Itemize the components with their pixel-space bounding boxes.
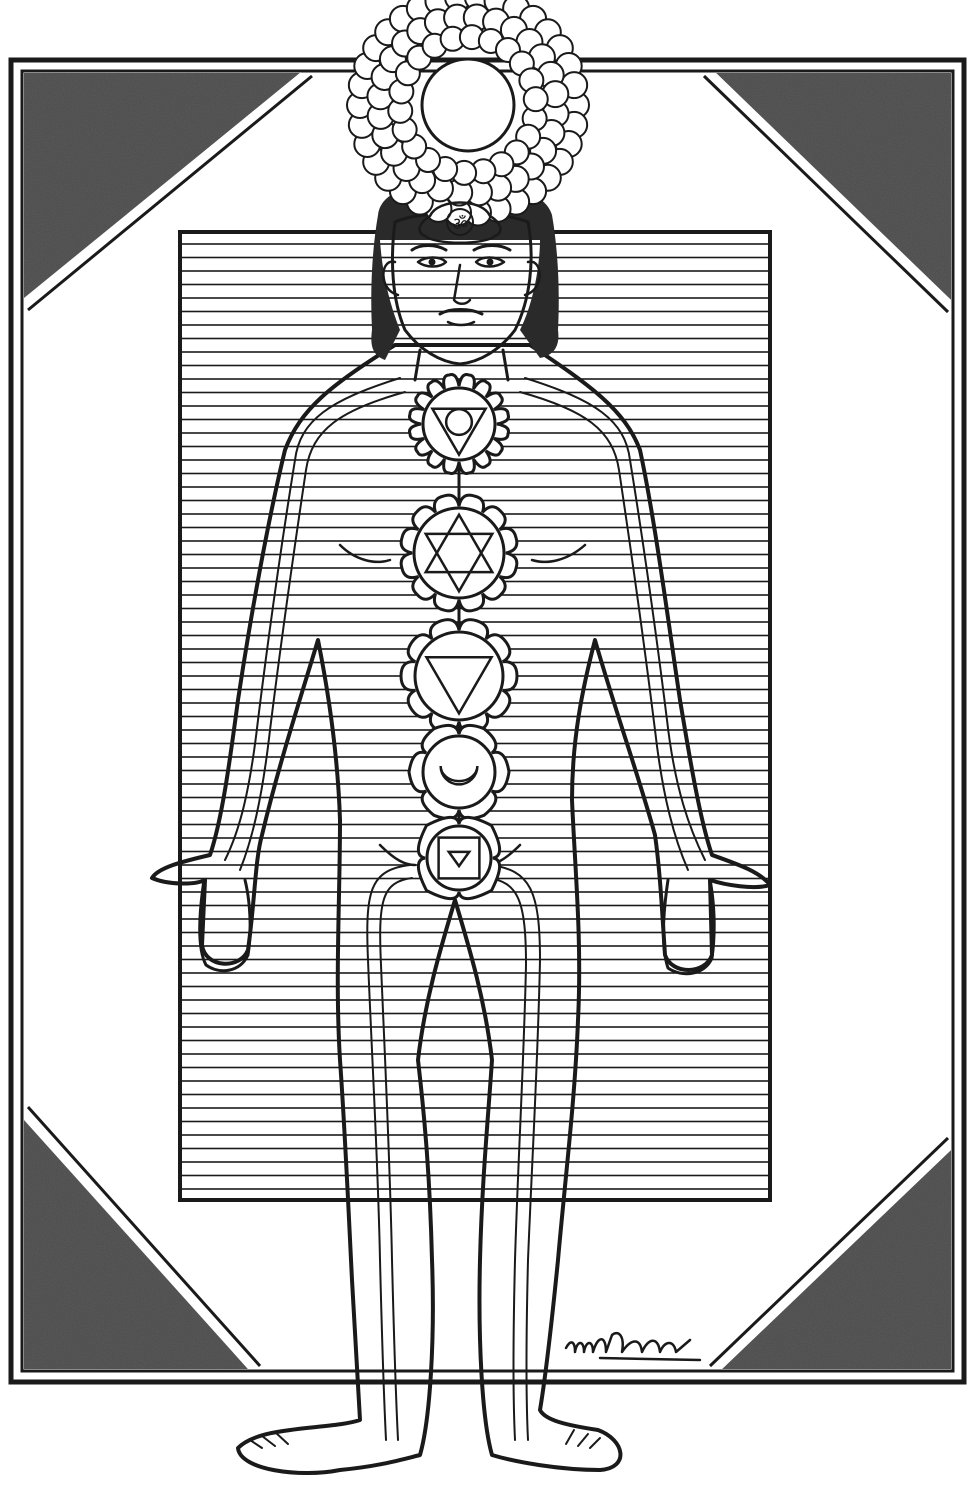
crown-chakra [347, 0, 589, 226]
crown-disc [422, 59, 514, 151]
om-glyph: ॐ [452, 214, 468, 235]
root-chakra [418, 817, 499, 898]
root-disc [427, 826, 491, 890]
throat-disc [423, 388, 495, 460]
sacral-chakra [409, 725, 509, 818]
right-foot-toes [566, 1430, 600, 1448]
heart-disc [414, 508, 504, 598]
crown-petal [524, 87, 548, 111]
solar-plexus-disc [415, 632, 503, 720]
solar-plexus-chakra [401, 620, 517, 733]
heart-chakra [401, 495, 517, 611]
sacral-disc [423, 736, 495, 808]
artist-signature [566, 1333, 700, 1360]
